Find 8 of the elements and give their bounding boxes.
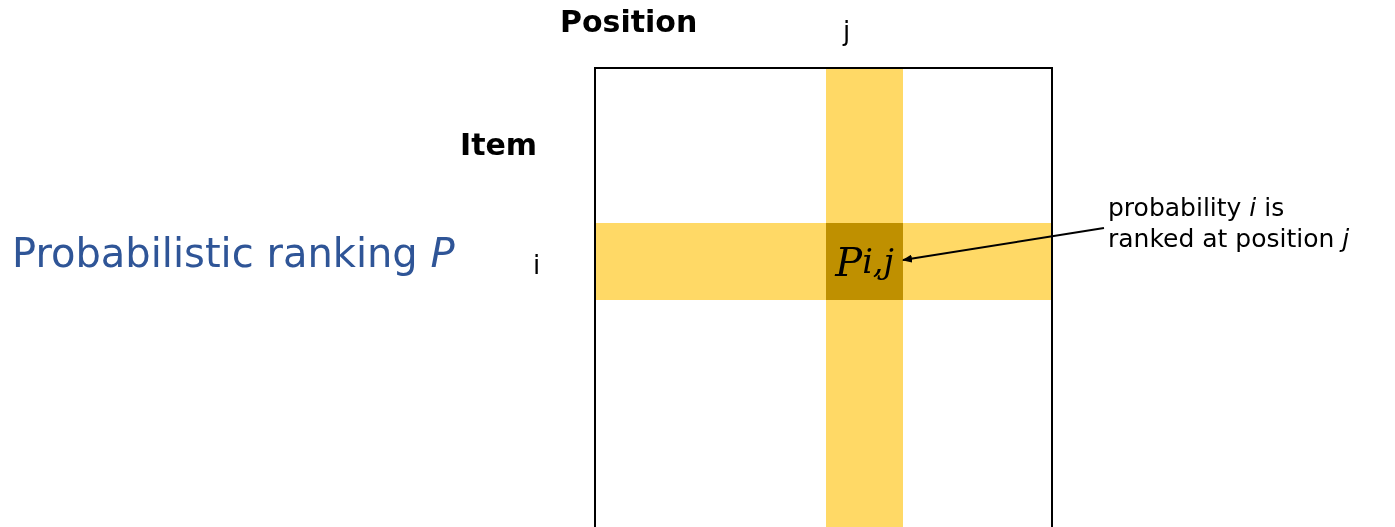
arrow	[902, 227, 1105, 263]
axis-title: Position	[560, 4, 698, 39]
axis-title: Item	[460, 127, 538, 162]
matrix-title: Probabilistic ranking P	[12, 230, 455, 276]
axis-label: j	[843, 16, 851, 46]
callout-text: probability i is ranked at position j	[1108, 192, 1353, 256]
axis-label: i	[533, 250, 541, 280]
matrix-grid	[594, 67, 1053, 527]
